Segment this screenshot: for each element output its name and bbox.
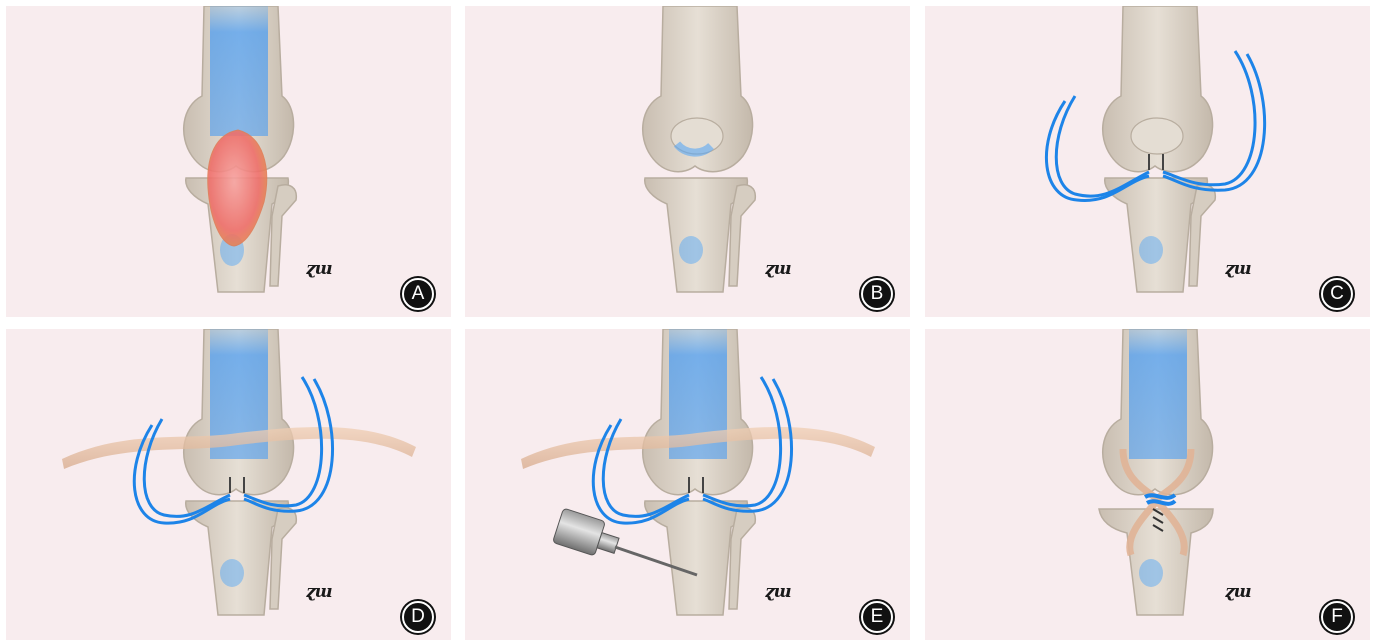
knee-illustration-f (925, 329, 1370, 640)
artist-signature: ɀɯ (306, 259, 332, 279)
knee-illustration-c (925, 6, 1370, 317)
tibial-edema (220, 559, 244, 587)
artist-signature: ɀɯ (765, 259, 791, 279)
panel-label-b: B (861, 278, 893, 310)
tibial-edema (1139, 236, 1163, 264)
panel-c: ɀɯ C (925, 6, 1370, 317)
artist-signature: ɀɯ (1225, 259, 1251, 279)
panel-a: ɀɯ A (6, 6, 451, 317)
panel-label-c: C (1321, 278, 1353, 310)
knee-illustration-d (6, 329, 451, 640)
panel-d: ɀɯ D (6, 329, 451, 640)
panel-b: ɀɯ B (465, 6, 910, 317)
knee-illustration-b (465, 6, 910, 317)
knee-illustration-e (465, 329, 910, 640)
panel-label-d: D (402, 601, 434, 633)
femoral-edema (210, 6, 268, 136)
panel-f: ɀɯ F (925, 329, 1370, 640)
tibial-edema (679, 236, 703, 264)
tibial-edema (1139, 559, 1163, 587)
panel-label-e: E (861, 601, 893, 633)
artist-signature: ɀɯ (1225, 582, 1251, 602)
knee-illustration-a (6, 6, 451, 317)
panel-label-a: A (402, 278, 434, 310)
panel-label-f: F (1321, 601, 1353, 633)
panel-e: ɀɯ E (465, 329, 910, 640)
femoral-edema (1129, 329, 1187, 459)
artist-signature: ɀɯ (306, 582, 332, 602)
artist-signature: ɀɯ (765, 582, 791, 602)
patella (1131, 118, 1183, 154)
